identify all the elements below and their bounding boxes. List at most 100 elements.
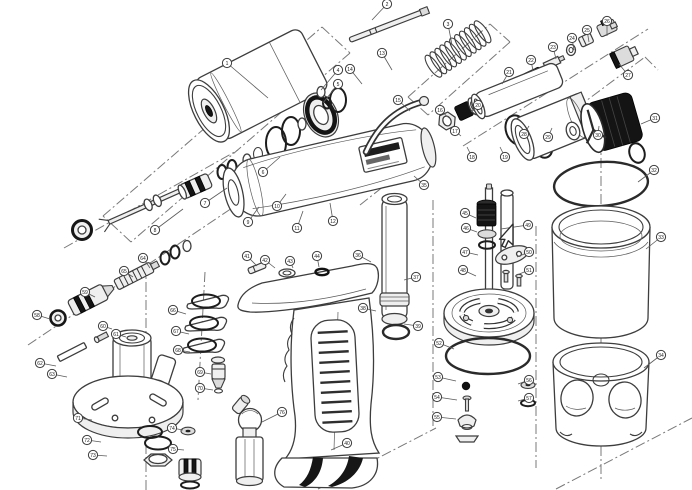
part-callout: 25 <box>581 24 593 43</box>
part-callout: 48 <box>457 264 477 277</box>
tube-o-ring <box>381 323 411 341</box>
part-callout: 19 <box>499 146 511 163</box>
axis-guide-line <box>321 26 351 54</box>
axis-guide-line <box>489 23 511 43</box>
part-callout: 22 <box>525 54 537 72</box>
svg-text:62: 62 <box>37 361 43 367</box>
part-callout: 31 <box>640 112 661 125</box>
svg-text:46: 46 <box>463 226 469 232</box>
svg-text:11: 11 <box>294 226 299 232</box>
part-callout: 11 <box>291 210 304 234</box>
svg-text:52: 52 <box>436 341 442 347</box>
part-callout: 42 <box>259 254 276 269</box>
grooved-piston-base <box>178 458 202 482</box>
svg-text:45: 45 <box>462 211 468 217</box>
svg-text:4: 4 <box>337 68 340 74</box>
svg-text:41: 41 <box>244 254 250 260</box>
svg-text:13: 13 <box>379 51 385 57</box>
part-callout: 63 <box>46 368 68 380</box>
set-screw <box>93 331 110 344</box>
svg-text:67: 67 <box>173 329 179 335</box>
front-jaw-chain <box>71 85 347 241</box>
hex-body <box>235 436 264 482</box>
part-callout: 14 <box>344 63 363 85</box>
part-callout: 41 <box>241 250 258 267</box>
plate-slot <box>149 393 167 407</box>
svg-text:32: 32 <box>651 168 657 174</box>
foot-plate <box>454 435 480 443</box>
part-callout: 75 <box>167 443 185 455</box>
part-callout: 43 <box>284 255 296 269</box>
handle-top-parts <box>247 261 330 278</box>
axis-guide-line <box>555 417 692 490</box>
grip-pad <box>310 319 360 433</box>
mushroom-foot <box>457 414 477 429</box>
plate-hole <box>148 416 156 424</box>
svg-text:66: 66 <box>170 308 176 314</box>
svg-text:18: 18 <box>469 155 475 161</box>
disc-screw <box>506 316 514 324</box>
part-callout: 38 <box>357 302 377 314</box>
piston-cup <box>551 205 651 339</box>
part-callout: 45 <box>459 207 477 219</box>
svg-text:74: 74 <box>169 426 175 432</box>
part-callout: 35 <box>413 175 430 191</box>
part-callout: 55 <box>431 411 457 423</box>
svg-text:27: 27 <box>625 73 631 79</box>
part-callout: 29 <box>542 127 554 143</box>
washer-ring <box>565 121 581 141</box>
svg-text:25: 25 <box>584 28 590 34</box>
svg-text:72: 72 <box>84 438 90 444</box>
svg-text:59: 59 <box>82 290 88 296</box>
svg-text:73: 73 <box>90 453 96 459</box>
svg-text:42: 42 <box>262 258 268 264</box>
svg-text:14: 14 <box>347 67 353 73</box>
flat-key <box>56 342 88 362</box>
base-cutout <box>328 456 363 487</box>
part-callout: 28 <box>518 125 530 140</box>
washer <box>297 117 307 131</box>
o-ring <box>159 250 171 266</box>
part-callout: 70 <box>194 382 214 394</box>
small-valve <box>210 356 226 394</box>
svg-text:43: 43 <box>287 259 293 265</box>
part-callout: 60 <box>97 320 113 332</box>
svg-text:69: 69 <box>197 370 203 376</box>
o-ring <box>169 244 181 260</box>
part-callout: 58 <box>31 309 51 321</box>
handle-base-bell <box>274 457 379 489</box>
svg-text:64: 64 <box>140 256 146 262</box>
svg-text:20: 20 <box>475 103 481 109</box>
svg-text:63: 63 <box>49 372 55 378</box>
pistol-grip-handle <box>237 262 381 489</box>
small-piston <box>67 284 115 316</box>
piston-disc-assembly <box>443 183 536 443</box>
svg-text:61: 61 <box>113 332 119 338</box>
axis-guide-line <box>63 149 239 249</box>
plate-hole <box>111 414 119 422</box>
part-callout: 27 <box>618 63 634 81</box>
part-callout: 4 <box>320 64 344 91</box>
part-callout: 39 <box>403 320 424 332</box>
svg-text:21: 21 <box>506 70 512 76</box>
knurled-end-cap <box>580 92 643 154</box>
o-ring <box>478 240 496 250</box>
svg-text:23: 23 <box>550 45 556 51</box>
part-callout: 3 <box>442 18 454 46</box>
svg-text:33: 33 <box>658 235 664 241</box>
push-rod <box>348 5 431 43</box>
svg-text:48: 48 <box>460 268 466 274</box>
cage-hole <box>560 379 594 417</box>
left-chain <box>49 239 192 362</box>
screw <box>502 269 510 283</box>
washer-small <box>565 43 577 57</box>
air-inlet-fitting <box>609 45 639 70</box>
part-callout: 26 <box>601 15 613 36</box>
washer <box>477 229 497 239</box>
axis-guide-line <box>427 41 511 116</box>
part-callout: 49 <box>500 219 534 231</box>
svg-text:44: 44 <box>314 254 320 260</box>
part-callout: 52 <box>433 337 455 350</box>
